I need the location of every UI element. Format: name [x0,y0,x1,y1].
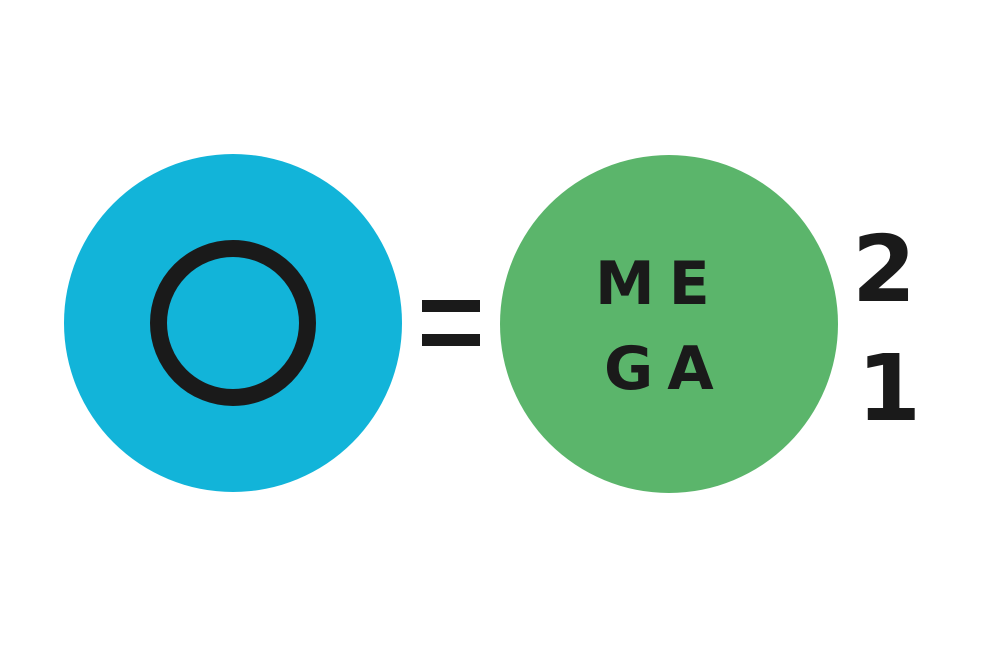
word-line-1: ME [595,249,724,319]
number-bottom: 1 [857,335,922,442]
equals-bottom-bar [422,334,480,346]
equals-icon [422,300,480,346]
number-top: 2 [852,216,917,323]
word-line-2: GA [604,334,728,404]
green-circle [500,155,838,493]
ring-icon [150,240,316,406]
equals-top-bar [422,300,480,312]
